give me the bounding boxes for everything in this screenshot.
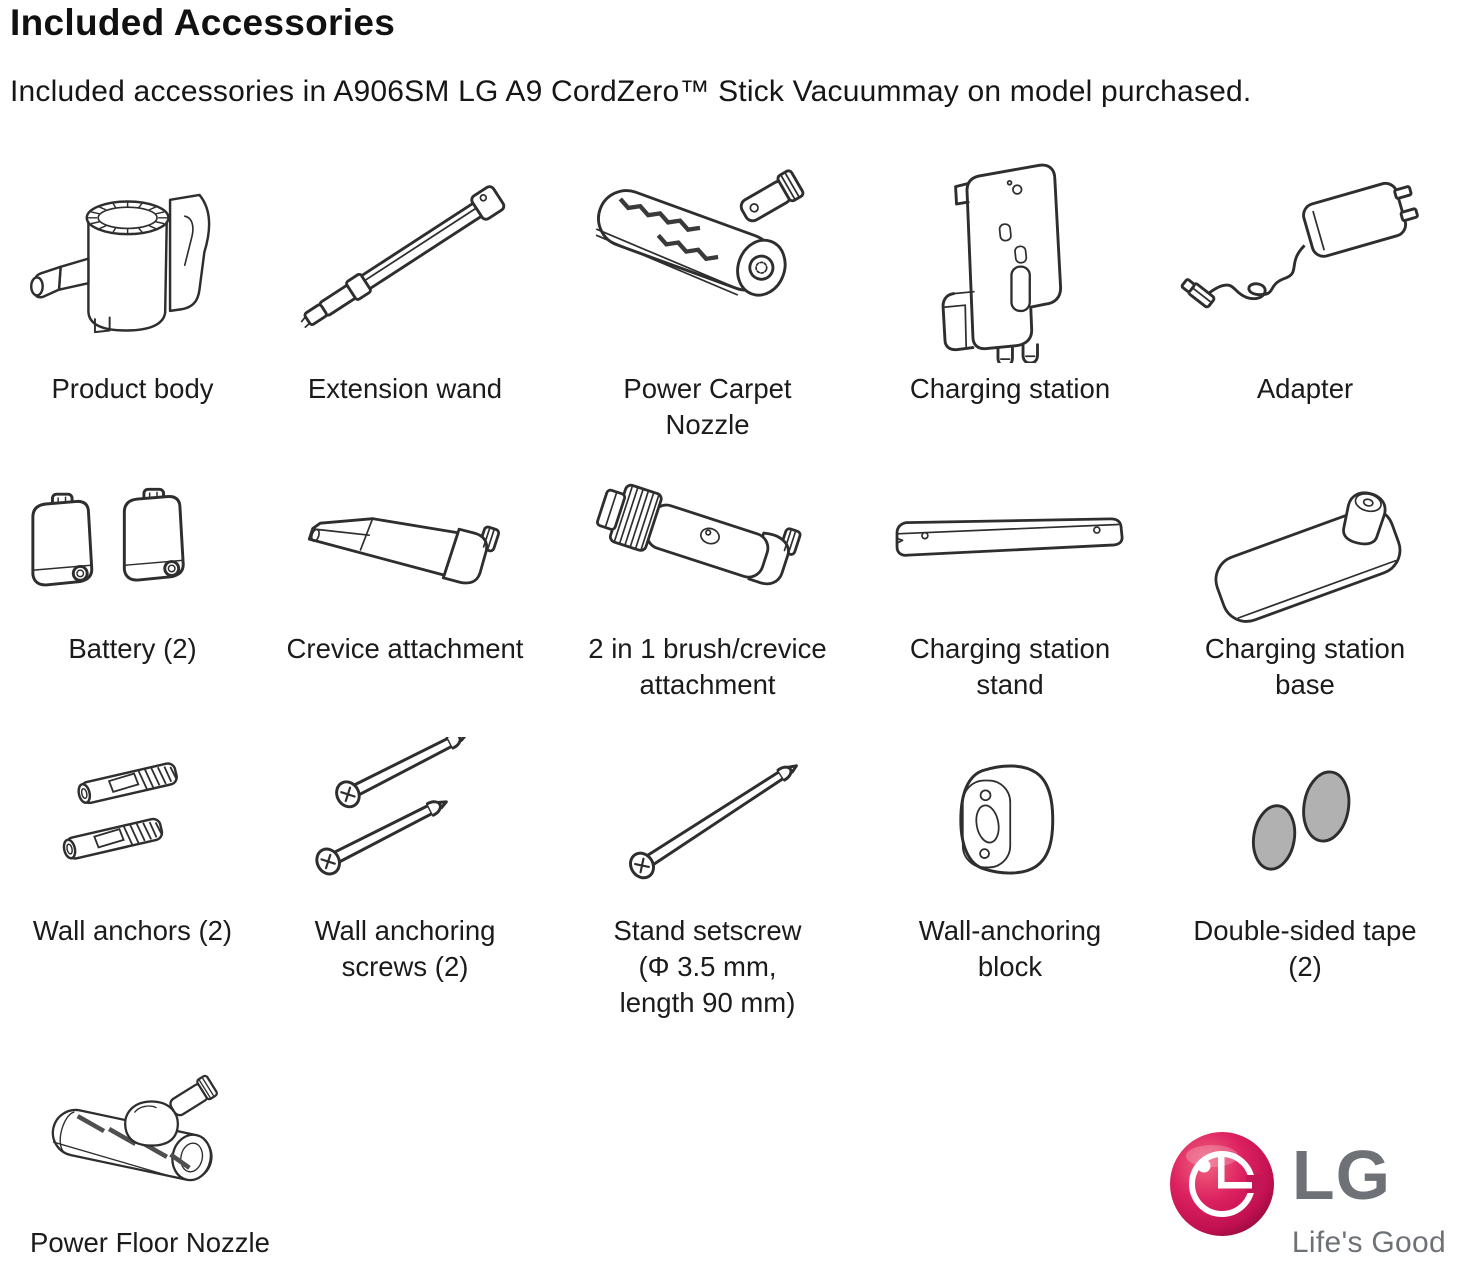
stand-setscrew-illustration	[629, 764, 799, 880]
power-floor-nozzle-illustration	[51, 1074, 218, 1182]
wall-anchoring-block-illustration	[959, 764, 1054, 875]
accessory-label: Product body	[51, 373, 214, 404]
accessory-label: Power Carpet Nozzle	[623, 373, 792, 440]
accessory-label: Charging station stand	[909, 633, 1111, 700]
accessory-item-crevice-attachment: Crevice attachment	[255, 465, 555, 703]
accessory-label: Power Floor Nozzle	[30, 1227, 270, 1258]
double-sided-tape-illustration	[1251, 770, 1351, 871]
accessory-item-extension-wand: Extension wand	[255, 151, 555, 443]
lg-name-text: LG	[1291, 1136, 1392, 1214]
battery-illustration	[31, 487, 185, 587]
accessory-label: Charging station base	[1204, 633, 1406, 700]
charging-station-illustration	[942, 163, 1063, 363]
accessory-label: 2 in 1 brush/crevice attachment	[588, 633, 827, 700]
accessory-item-double-sided-tape: Double-sided tape (2)	[1160, 737, 1450, 1021]
accessory-label: Stand setscrew (Φ 3.5 mm, length 90 mm)	[613, 915, 802, 1018]
accessory-label: Adapter	[1256, 373, 1354, 404]
adapter-illustration	[1181, 181, 1420, 309]
accessory-row-1: Product body Ext	[10, 151, 1450, 443]
charging-station-base-illustration	[1214, 491, 1401, 623]
accessory-item-wall-anchors: Wall anchors (2)	[10, 737, 255, 1021]
accessory-label: Wall anchoring screws (2)	[314, 915, 496, 982]
lg-wordmark: LG Life's Good	[1292, 1128, 1446, 1260]
accessory-label: Wall-anchoring block	[918, 915, 1102, 982]
accessory-item-power-floor-nozzle: Power Floor Nozzle	[10, 1065, 290, 1261]
accessory-item-power-carpet-nozzle: Power Carpet Nozzle	[555, 151, 860, 443]
wall-anchors-illustration	[60, 760, 180, 862]
crevice-attachment-illustration	[307, 517, 500, 585]
accessory-label: Extension wand	[307, 373, 503, 404]
product-body-illustration	[30, 193, 211, 334]
accessory-item-charging-station: Charging station	[860, 151, 1160, 443]
accessory-row-2: Battery (2) Crevice attachmen	[10, 465, 1450, 703]
accessory-item-battery: Battery (2)	[10, 465, 255, 703]
accessory-label: Double-sided tape (2)	[1193, 915, 1417, 982]
lg-brand-block: LG Life's Good	[1166, 1128, 1446, 1260]
extension-wand-illustration	[301, 185, 506, 329]
accessory-item-adapter: Adapter	[1160, 151, 1450, 443]
lg-tagline-text: Life's Good	[1291, 1226, 1446, 1259]
accessory-label: Battery (2)	[68, 633, 197, 664]
wall-anchoring-screws-illustration	[310, 737, 473, 880]
accessory-item-charging-station-base: Charging station base	[1160, 465, 1450, 703]
two-in-one-brush-crevice-illustration	[596, 483, 802, 586]
accessory-item-product-body: Product body	[10, 151, 255, 443]
accessory-item-charging-station-stand: Charging station stand	[860, 465, 1160, 703]
accessory-item-wall-screws: Wall anchoring screws (2)	[255, 737, 555, 1021]
lg-circle-logo	[1169, 1132, 1274, 1236]
accessory-item-stand-setscrew: Stand setscrew (Φ 3.5 mm, length 90 mm)	[555, 737, 860, 1021]
accessory-label: Charging station	[909, 373, 1111, 404]
accessory-label: Wall anchors (2)	[32, 915, 233, 946]
page-subtitle: Included accessories in A906SM LG A9 Cor…	[10, 75, 1252, 108]
accessory-item-wall-anchoring-block: Wall-anchoring block	[860, 737, 1160, 1021]
accessory-item-two-in-one: 2 in 1 brush/crevice attachment	[555, 465, 860, 703]
power-carpet-nozzle-illustration	[595, 169, 805, 297]
accessory-row-3: Wall anchors (2) Wall anchoring screws (…	[10, 737, 1450, 1021]
charging-station-stand-illustration	[895, 517, 1124, 557]
accessory-label: Crevice attachment	[286, 633, 524, 664]
footer-row: Power Floor Nozzle	[10, 1065, 1450, 1261]
page-title: Included Accessories	[10, 2, 396, 43]
